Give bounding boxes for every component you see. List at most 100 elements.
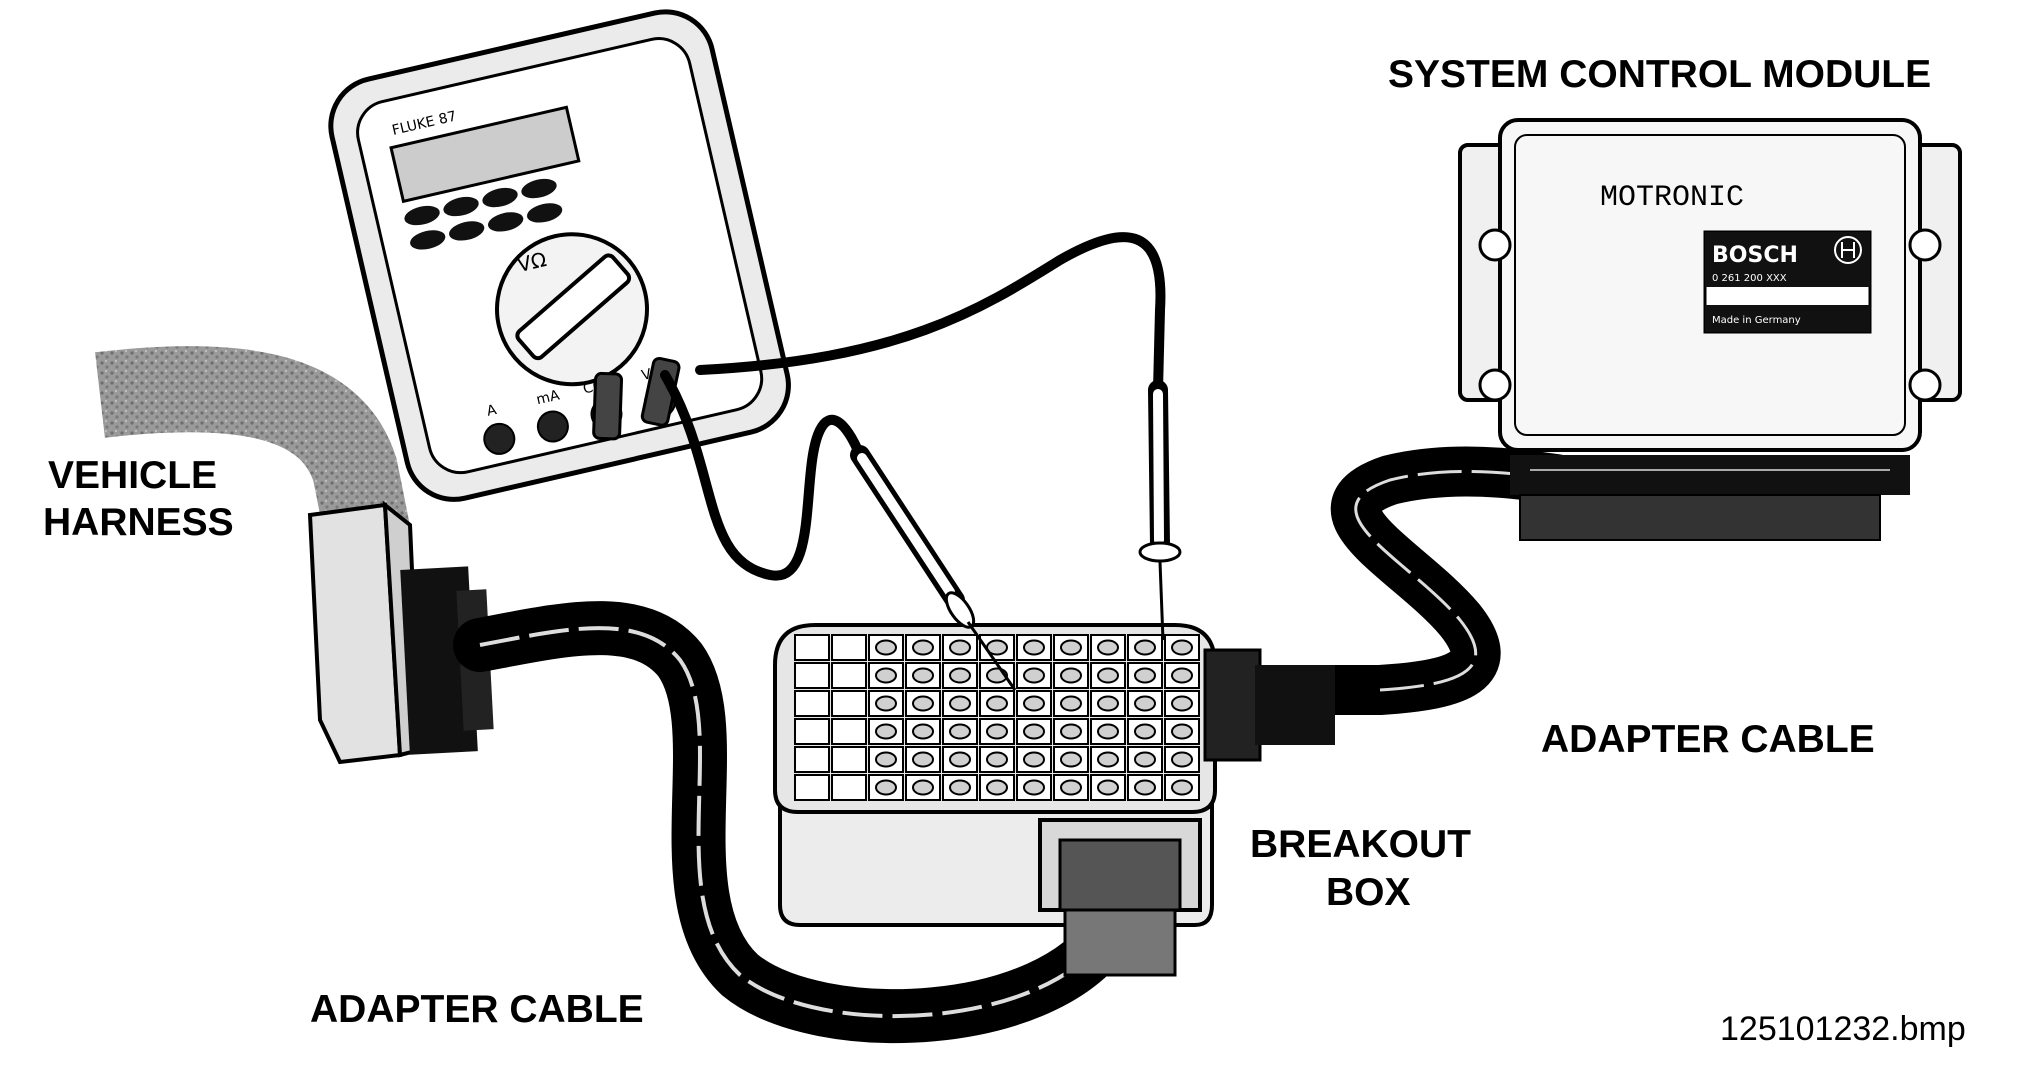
breakout-box <box>773 623 1335 977</box>
breakout-jack-cell <box>794 718 830 745</box>
black-test-lead <box>660 370 865 581</box>
breakout-jack <box>949 695 971 712</box>
breakout-side-plug <box>1203 648 1335 762</box>
breakout-jack-cell <box>905 718 941 745</box>
breakout-jack <box>1171 639 1193 656</box>
breakout-jack <box>875 751 897 768</box>
jack-ma-label: mA <box>535 387 562 408</box>
breakout-jack <box>1023 779 1045 796</box>
label-adapter-cable-right: ADAPTER CABLE <box>1541 718 1875 761</box>
breakout-jack-cell <box>942 746 978 773</box>
breakout-jack <box>1097 779 1119 796</box>
breakout-jack-cell <box>905 662 941 689</box>
breakout-jack-cell <box>1090 634 1126 661</box>
breakout-jack <box>912 723 934 740</box>
breakout-jack-grid <box>794 634 1200 801</box>
breakout-jack-cell <box>794 690 830 717</box>
breakout-jack <box>949 723 971 740</box>
breakout-jack-cell <box>1016 774 1052 801</box>
system-control-module: MOTRONIC BOSCH 0 261 200 XXX Made in Ger… <box>1458 118 1962 541</box>
breakout-jack <box>1023 723 1045 740</box>
breakout-jack-cell <box>979 774 1015 801</box>
module-connector-strip <box>1510 455 1910 495</box>
label-vehicle-harness-line1: VEHICLE <box>48 454 217 497</box>
breakout-jack <box>1097 639 1119 656</box>
multimeter-display <box>389 105 581 204</box>
label-system-control-module: SYSTEM CONTROL MODULE <box>1388 53 1931 96</box>
breakout-jack <box>949 751 971 768</box>
breakout-jack <box>875 695 897 712</box>
module-name: MOTRONIC <box>1600 181 1744 215</box>
bosch-brand: BOSCH <box>1712 243 1798 268</box>
breakout-jack-cell <box>942 774 978 801</box>
breakout-jack <box>949 639 971 656</box>
breakout-jack <box>1134 667 1156 684</box>
breakout-jack <box>1171 751 1193 768</box>
breakout-jack-cell <box>831 718 867 745</box>
breakout-jack <box>1023 667 1045 684</box>
test-leads <box>660 232 1182 691</box>
breakout-jack <box>875 779 897 796</box>
breakout-jack <box>1134 695 1156 712</box>
breakout-front-socket <box>1038 818 1202 977</box>
breakout-jack <box>949 667 971 684</box>
breakout-jack <box>1023 639 1045 656</box>
breakout-jack <box>949 779 971 796</box>
file-caption: 125101232.bmp <box>1720 1010 1966 1048</box>
breakout-jack <box>912 695 934 712</box>
breakout-jack <box>1023 695 1045 712</box>
bosch-label: BOSCH 0 261 200 XXX Made in Germany <box>1703 230 1872 334</box>
breakout-jack <box>1097 695 1119 712</box>
breakout-jack <box>875 723 897 740</box>
breakout-jack-cell <box>794 634 830 661</box>
breakout-jack-cell <box>1016 746 1052 773</box>
breakout-jack-cell <box>831 746 867 773</box>
label-breakout-box-line1: BREAKOUT <box>1250 823 1471 866</box>
breakout-jack <box>912 639 934 656</box>
jack-a <box>483 422 516 455</box>
breakout-jack <box>1171 695 1193 712</box>
breakout-jack <box>1060 639 1082 656</box>
breakout-jack <box>1134 639 1156 656</box>
breakout-jack <box>1060 751 1082 768</box>
jack-a-label: A <box>485 402 498 420</box>
breakout-jack-cell <box>831 634 867 661</box>
breakout-jack <box>1097 667 1119 684</box>
breakout-jack <box>912 751 934 768</box>
breakout-jack <box>1060 667 1082 684</box>
breakout-jack <box>875 667 897 684</box>
breakout-jack <box>912 779 934 796</box>
breakout-jack <box>986 723 1008 740</box>
breakout-jack <box>986 779 1008 796</box>
label-breakout-box-line2: BOX <box>1326 871 1411 914</box>
right-probe <box>1138 380 1182 641</box>
breakout-jack <box>1171 667 1193 684</box>
breakout-jack <box>1134 751 1156 768</box>
breakout-jack-cell <box>831 774 867 801</box>
harness-connector <box>307 500 494 765</box>
breakout-jack-cell <box>794 774 830 801</box>
breakout-jack-cell <box>831 662 867 689</box>
multimeter: FLUKE 87 VΩ A mA COM VΩ <box>328 9 791 502</box>
breakout-jack <box>1023 751 1045 768</box>
label-adapter-cable-bottom: ADAPTER CABLE <box>310 988 644 1031</box>
red-test-lead <box>695 232 1166 395</box>
breakout-jack <box>1171 723 1193 740</box>
breakout-jack-cell <box>1053 774 1089 801</box>
bosch-origin: Made in Germany <box>1712 315 1801 326</box>
left-probe <box>850 445 1017 691</box>
breakout-jack-cell <box>794 746 830 773</box>
bosch-logo-icon <box>1834 236 1862 264</box>
breakout-jack <box>1097 751 1119 768</box>
breakout-jack <box>986 751 1008 768</box>
vehicle-harness <box>95 346 494 765</box>
breakout-jack <box>912 667 934 684</box>
bosch-part-number: 0 261 200 XXX <box>1712 273 1787 284</box>
breakout-jack <box>1060 723 1082 740</box>
breakout-jack <box>1134 723 1156 740</box>
breakout-jack <box>1060 695 1082 712</box>
breakout-jack <box>986 695 1008 712</box>
breakout-jack <box>875 639 897 656</box>
breakout-jack <box>1171 779 1193 796</box>
